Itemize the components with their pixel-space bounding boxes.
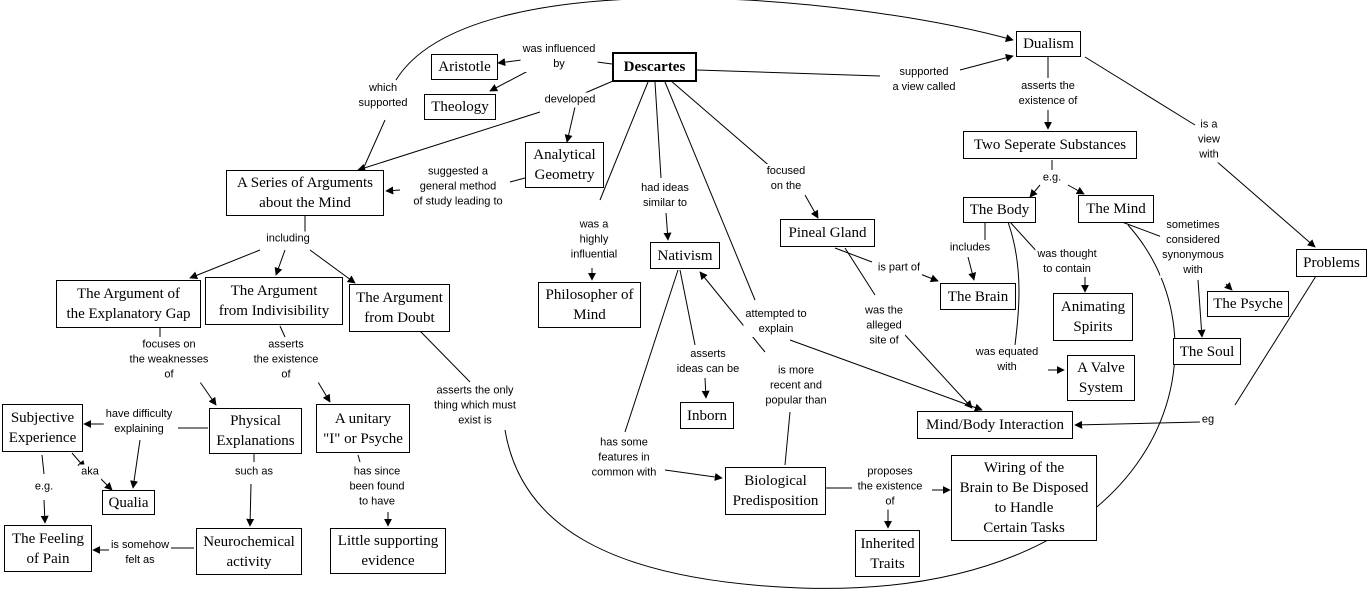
link-attempted-explain: attempted to explain [743, 307, 809, 337]
link-eg-problems: eg [1199, 412, 1217, 428]
node-descartes[interactable]: Descartes [612, 52, 697, 82]
link-proposes-existence: proposes the existence of [855, 464, 925, 510]
link-asserts-existence-2: asserts the existence of [251, 337, 321, 383]
link-including: including [264, 231, 312, 247]
node-biological-predisposition[interactable]: Biological Predisposition [725, 467, 826, 515]
node-the-brain[interactable]: The Brain [940, 283, 1016, 310]
link-alleged-site: was the alleged site of [863, 303, 905, 349]
link-includes: includes [947, 240, 993, 256]
node-argument-doubt[interactable]: The Argument from Doubt [349, 284, 450, 332]
link-somehow-felt: is somehow felt as [108, 538, 172, 568]
node-the-body[interactable]: The Body [963, 197, 1036, 223]
node-nativism[interactable]: Nativism [650, 242, 720, 269]
node-mind-body-interaction[interactable]: Mind/Body Interaction [917, 411, 1073, 439]
node-animating-spirits[interactable]: Animating Spirits [1053, 293, 1133, 341]
node-dualism[interactable]: Dualism [1016, 31, 1081, 57]
node-philosopher-mind[interactable]: Philosopher of Mind [538, 282, 641, 328]
link-focused-on: focused on the [764, 164, 808, 194]
node-little-evidence[interactable]: Little supporting evidence [330, 528, 446, 574]
node-qualia[interactable]: Qualia [102, 490, 155, 515]
node-the-soul[interactable]: The Soul [1173, 338, 1241, 365]
node-aristotle[interactable]: Aristotle [431, 54, 498, 80]
link-has-since: has since been found to have [347, 464, 407, 510]
link-sometimes-synonymous: sometimes considered synonymous with [1160, 218, 1226, 278]
link-had-ideas-similar: had ideas similar to [639, 181, 691, 211]
node-subjective-experience[interactable]: Subjective Experience [2, 404, 83, 452]
link-supported-view: supported a view called [890, 65, 958, 95]
node-series-arguments[interactable]: A Series of Arguments about the Mind [226, 170, 384, 216]
node-argument-gap[interactable]: The Argument of the Explanatory Gap [56, 280, 201, 328]
node-neurochemical-activity[interactable]: Neurochemical activity [196, 528, 302, 575]
node-feeling-pain[interactable]: The Feeling of Pain [4, 525, 92, 572]
link-highly-influential: was a highly influential [568, 217, 620, 263]
node-analytical-geometry[interactable]: Analytical Geometry [525, 142, 604, 188]
node-the-psyche[interactable]: The Psyche [1207, 291, 1289, 317]
node-inborn[interactable]: Inborn [680, 402, 734, 429]
node-physical-explanations[interactable]: Physical Explanations [209, 408, 302, 454]
link-eg-substances: e.g. [1040, 170, 1064, 186]
node-problems[interactable]: Problems [1296, 249, 1367, 277]
node-unitary-i[interactable]: A unitary "I" or Psyche [316, 404, 410, 453]
link-is-more-recent: is more recent and popular than [763, 363, 829, 409]
link-has-features: has some features in common with [589, 435, 659, 481]
node-inherited-traits[interactable]: Inherited Traits [855, 530, 920, 577]
node-theology[interactable]: Theology [424, 94, 496, 120]
node-the-mind[interactable]: The Mind [1078, 195, 1154, 223]
node-wiring-brain[interactable]: Wiring of the Brain to Be Disposed to Ha… [951, 455, 1097, 541]
node-argument-indivisibility[interactable]: The Argument from Indivisibility [205, 277, 343, 325]
link-suggested-method: suggested a general method of study lead… [411, 164, 505, 210]
link-is-part-of: is part of [875, 260, 923, 276]
node-two-substances[interactable]: Two Seperate Substances [963, 131, 1137, 159]
link-developed: developed [542, 92, 598, 108]
link-is-view-with: is a view with [1195, 117, 1223, 163]
link-have-difficulty: have difficulty explaining [103, 407, 175, 437]
link-asserts-ideas: asserts ideas can be [674, 347, 742, 377]
link-focuses-weaknesses: focuses on the weaknesses of [127, 337, 211, 383]
node-pineal-gland[interactable]: Pineal Gland [780, 219, 875, 247]
link-was-equated-with: was equated with [973, 345, 1041, 375]
link-asserts-only-thing: asserts the only thing which must exist … [432, 383, 518, 429]
node-valve-system[interactable]: A Valve System [1067, 355, 1135, 401]
link-such-as: such as [233, 464, 275, 480]
link-eg-pain: e.g. [32, 479, 56, 495]
link-thought-to-contain: was thought to contain [1035, 247, 1099, 277]
link-was-influenced-by: was influenced by [520, 42, 598, 72]
link-which-supported: which supported [356, 81, 410, 111]
link-aka: aka [79, 464, 101, 480]
link-asserts-existence: asserts the existence of [1016, 79, 1080, 109]
